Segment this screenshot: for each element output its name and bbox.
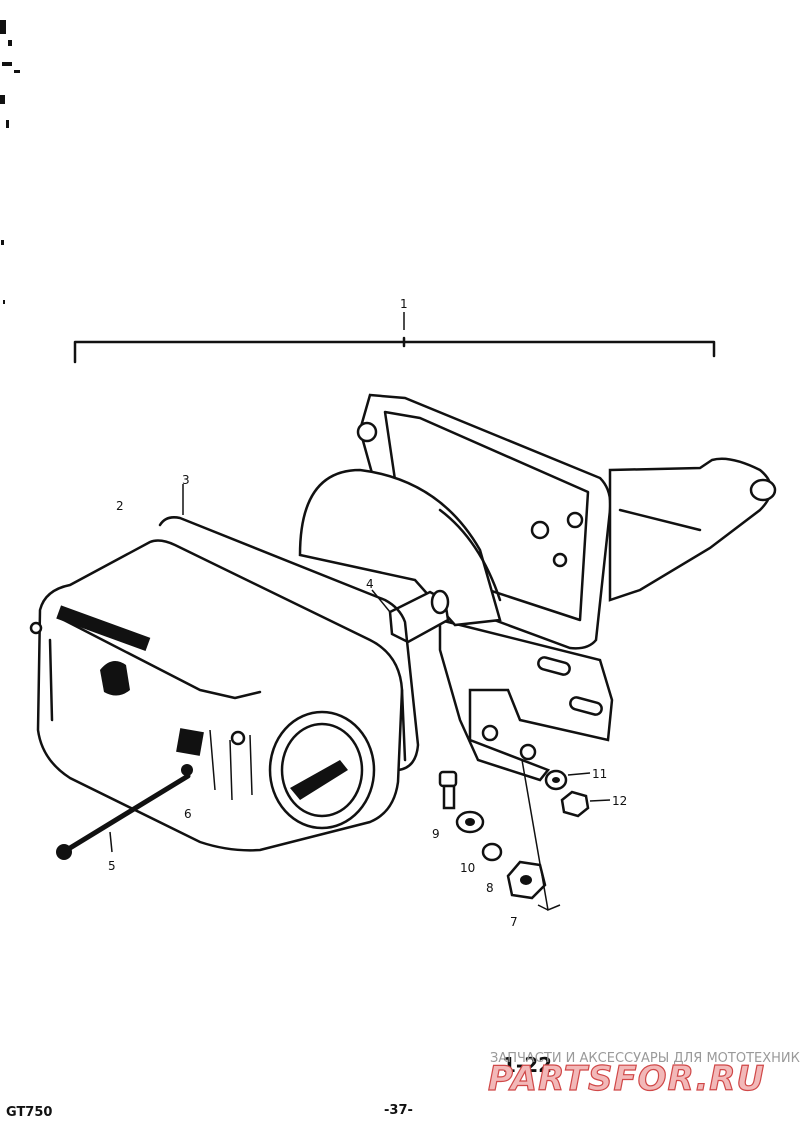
long-screw: [56, 773, 191, 860]
washer-8: [481, 842, 503, 862]
callout-10: 10: [460, 861, 475, 875]
lens-gasket: [158, 484, 420, 772]
assembly-bracket: [73, 312, 716, 364]
callout-6: 6: [184, 807, 192, 821]
page-number: 1-22: [502, 1053, 552, 1077]
callout-1: 1: [400, 297, 408, 311]
bulb-socket: [371, 589, 450, 644]
callout-4: 4: [366, 577, 374, 591]
watermark-tagline: ЗАПЧАСТИ И АКСЕССУАРЫ ДЛЯ МОТОТЕХНИКИ: [490, 1051, 800, 1066]
callout-8: 8: [486, 881, 494, 895]
watermark-logo: PARTSFOR.RU: [488, 1059, 765, 1099]
callout-5: 5: [108, 859, 116, 873]
callout-7: 7: [510, 915, 518, 929]
nut-12: [560, 790, 611, 818]
callout-9: 9: [432, 827, 440, 841]
callout-2: 2: [116, 499, 124, 513]
nut-7: [506, 759, 561, 912]
page-label: -37-: [384, 1103, 413, 1118]
washer-11: [544, 769, 591, 791]
reflector-shield: [298, 468, 502, 627]
callout-labels: 1 2 3 4 5 6 7 8 9 10 11 12: [108, 297, 627, 929]
callout-3: 3: [182, 473, 190, 487]
scan-noise: [0, 20, 20, 304]
washer-10: [455, 810, 485, 834]
watermark: ЗАПЧАСТИ И АКСЕССУАРЫ ДЛЯ МОТОТЕХНИКИ PA…: [487, 1051, 800, 1100]
tail-light-lens: [29, 539, 407, 852]
callout-12: 12: [612, 794, 627, 808]
model-label: GT750: [6, 1105, 52, 1120]
bolt-9: [438, 770, 458, 810]
callout-11: 11: [592, 767, 607, 781]
